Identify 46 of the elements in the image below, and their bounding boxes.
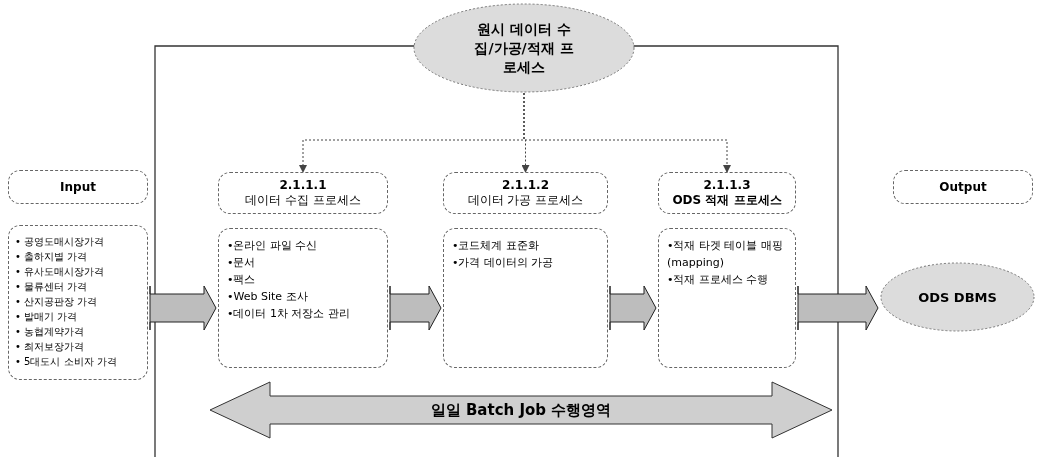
list-item: • 산지공판장 가격	[15, 295, 99, 309]
list-item: • 출하지별 가격	[15, 250, 89, 264]
process-box	[443, 228, 608, 368]
header-box	[8, 170, 148, 204]
list-item: • 농협계약가격	[15, 325, 86, 339]
list-item: •데이터 1차 저장소 관리	[227, 306, 351, 322]
list-item: •Web Site 조사	[227, 289, 309, 305]
arrow	[523, 92, 731, 173]
header-box	[893, 170, 1033, 204]
list-item: •적재 프로세스 수행	[667, 272, 770, 288]
list-item: • 5대도시 소비자 가격	[15, 355, 118, 369]
list-item: •가격 데이터의 가공	[452, 255, 555, 271]
step-number: 2.1.1.2	[501, 178, 550, 193]
header-box	[443, 172, 608, 214]
heading-label: Output	[939, 179, 987, 195]
list-box	[8, 225, 148, 380]
list-item: • 최저보장가격	[15, 340, 86, 354]
list-item: • 공영도매시장가격	[15, 235, 106, 249]
list-item: •적재 타겟 테이블 매핑(mapping)	[667, 238, 784, 271]
block-arrow	[609, 285, 657, 331]
list-item: • 발매기 가격	[15, 310, 79, 324]
process-title: ODS 적재 프로세스	[672, 193, 782, 208]
process-ellipse	[413, 3, 635, 93]
heading-label: Input	[60, 179, 96, 195]
ellipse-label: ODS DBMS	[918, 288, 997, 307]
header-box	[218, 172, 388, 214]
process-ellipse	[880, 262, 1035, 332]
process-box	[658, 228, 796, 368]
list-item: • 물류센터 가격	[15, 280, 89, 294]
step-number: 2.1.1.1	[279, 178, 327, 193]
header-box	[658, 172, 796, 214]
list-item: •팩스	[227, 272, 257, 288]
double-arrow	[210, 382, 832, 438]
process-title: 데이터 가공 프로세스	[467, 193, 584, 208]
list-item: •코드체계 표준화	[452, 238, 540, 254]
step-number: 2.1.1.3	[703, 178, 751, 193]
process-title: 데이터 수집 프로세스	[245, 193, 361, 208]
block-arrow	[149, 285, 217, 331]
block-arrow	[389, 285, 442, 331]
list-item: •온라인 파일 수신	[227, 238, 319, 254]
process-box	[218, 228, 388, 368]
list-item: •문서	[227, 255, 257, 271]
ellipse-label: 원시 데이터 수집/가공/적재 프로세스	[473, 19, 575, 77]
block-arrow	[797, 285, 879, 331]
arrow-label: 일일 Batch Job 수행영역	[430, 400, 612, 420]
list-item: • 유사도매시장가격	[15, 265, 106, 279]
